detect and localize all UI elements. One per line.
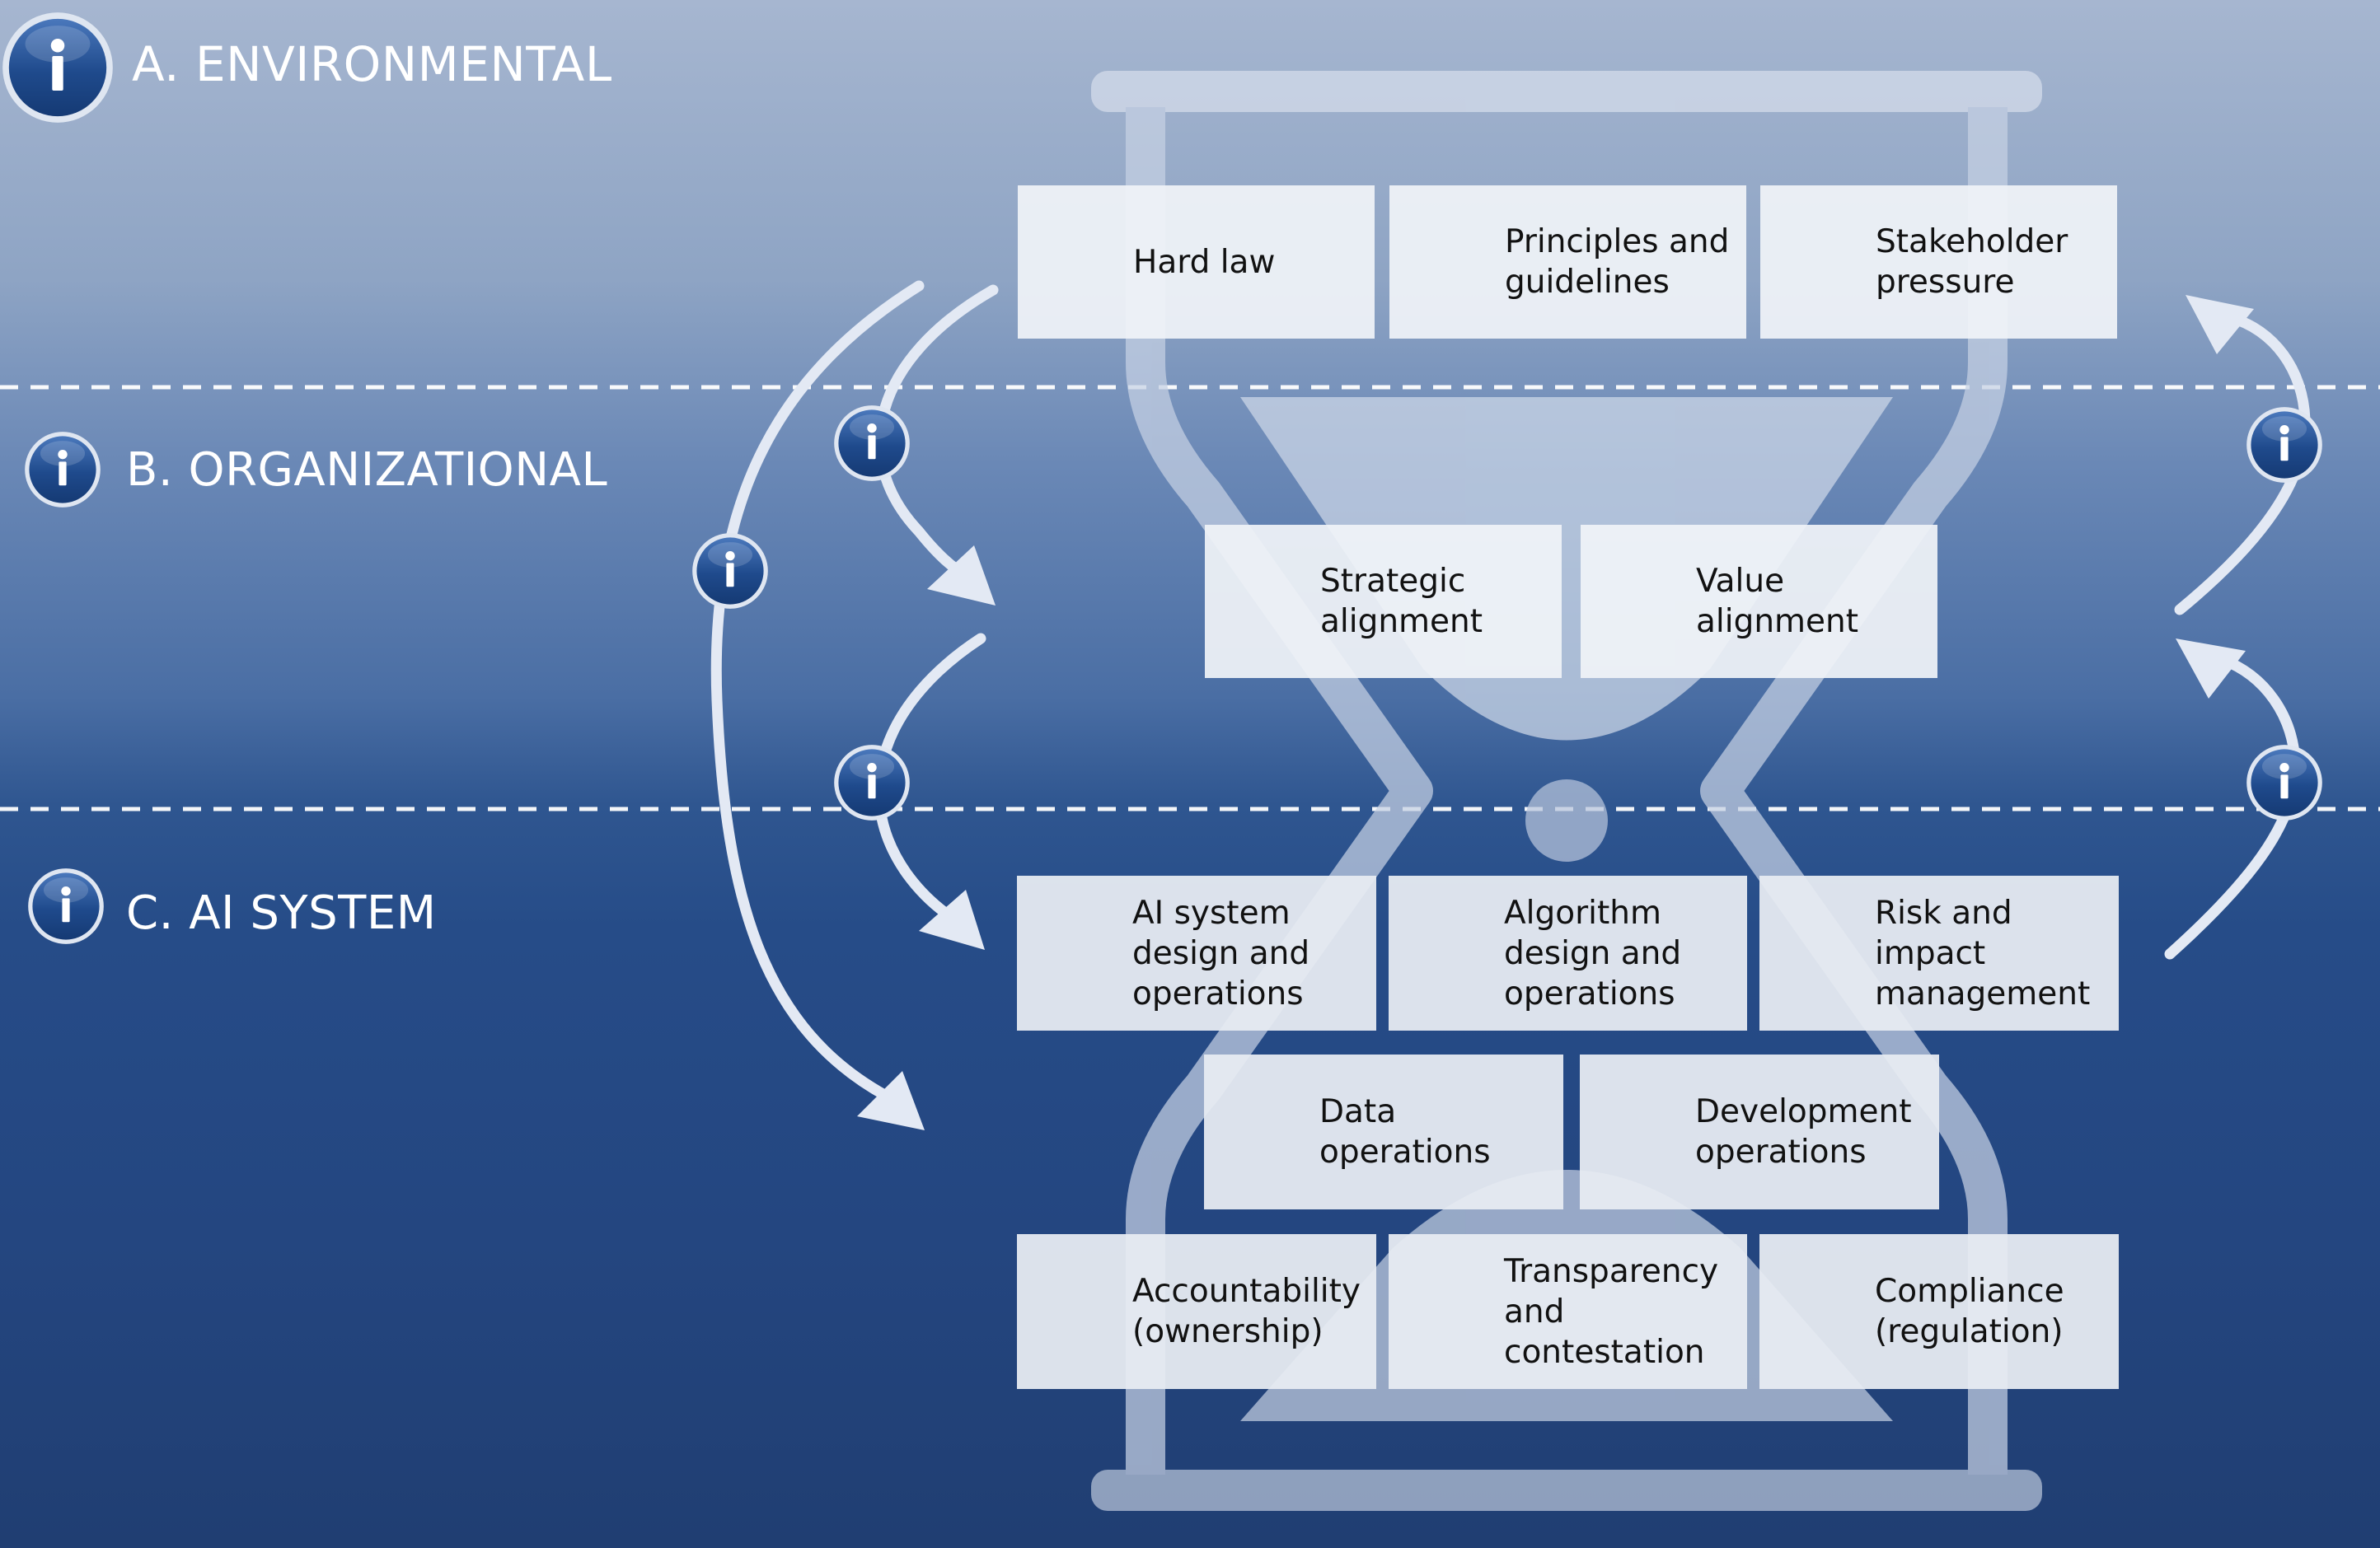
layer-title-organizational: B. ORGANIZATIONAL <box>126 443 608 497</box>
box-ai-system-design-and-operations[interactable]: AI system design and operations <box>1017 876 1376 1031</box>
info-icon[interactable] <box>832 743 911 822</box>
box-accountability-ownership[interactable]: Accountability (ownership) <box>1017 1234 1376 1389</box>
box-risk-and-impact-management[interactable]: Risk and impact management <box>1759 876 2119 1031</box>
box-label: Development operations <box>1695 1093 1912 1171</box>
box-label: Accountability (ownership) <box>1132 1273 1361 1350</box>
info-icon[interactable] <box>26 867 105 946</box>
box-label: Stakeholder pressure <box>1876 223 2068 301</box>
box-transparency-and-contestation[interactable]: Transparency and contestation <box>1389 1234 1747 1389</box>
box-label: Strategic alignment <box>1320 563 1483 640</box>
layer-title-environmental: A. ENVIRONMENTAL <box>132 36 612 92</box>
box-stakeholder-pressure[interactable]: Stakeholder pressure <box>1760 185 2117 339</box>
box-algorithm-design-and-operations[interactable]: Algorithm design and operations <box>1389 876 1747 1031</box>
box-label: Transparency and contestation <box>1504 1252 1719 1371</box>
info-icon[interactable] <box>0 10 115 125</box>
box-data-operations[interactable]: Data operations <box>1204 1055 1563 1209</box>
info-icon[interactable] <box>2245 405 2324 484</box>
box-label: Compliance (regulation) <box>1875 1273 2064 1350</box>
box-label: Algorithm design and operations <box>1504 894 1682 1013</box>
box-value-alignment[interactable]: Value alignment <box>1581 525 1937 678</box>
info-icon[interactable] <box>832 404 911 483</box>
box-principles-and-guidelines[interactable]: Principles and guidelines <box>1389 185 1746 339</box>
box-label: Hard law <box>1133 243 1276 281</box>
box-label: Principles and guidelines <box>1505 223 1730 301</box>
box-development-operations[interactable]: Development operations <box>1580 1055 1939 1209</box>
arrowheads-right <box>2176 295 2254 699</box>
box-label: Risk and impact management <box>1875 894 2091 1013</box>
box-hard-law[interactable]: Hard law <box>1018 185 1375 339</box>
box-strategic-alignment[interactable]: Strategic alignment <box>1205 525 1562 678</box>
box-label: Data operations <box>1319 1093 1491 1171</box>
box-label: AI system design and operations <box>1132 894 1310 1013</box>
curved-arrow-icon <box>710 280 999 1101</box>
info-icon[interactable] <box>691 531 770 610</box>
box-compliance-regulation[interactable]: Compliance (regulation) <box>1759 1234 2119 1389</box>
box-label: Value alignment <box>1696 563 1859 640</box>
info-icon[interactable] <box>2245 743 2324 822</box>
layer-title-ai-system: C. AI SYSTEM <box>126 886 437 940</box>
arrowheads-left <box>857 545 996 1130</box>
info-icon[interactable] <box>23 430 102 509</box>
